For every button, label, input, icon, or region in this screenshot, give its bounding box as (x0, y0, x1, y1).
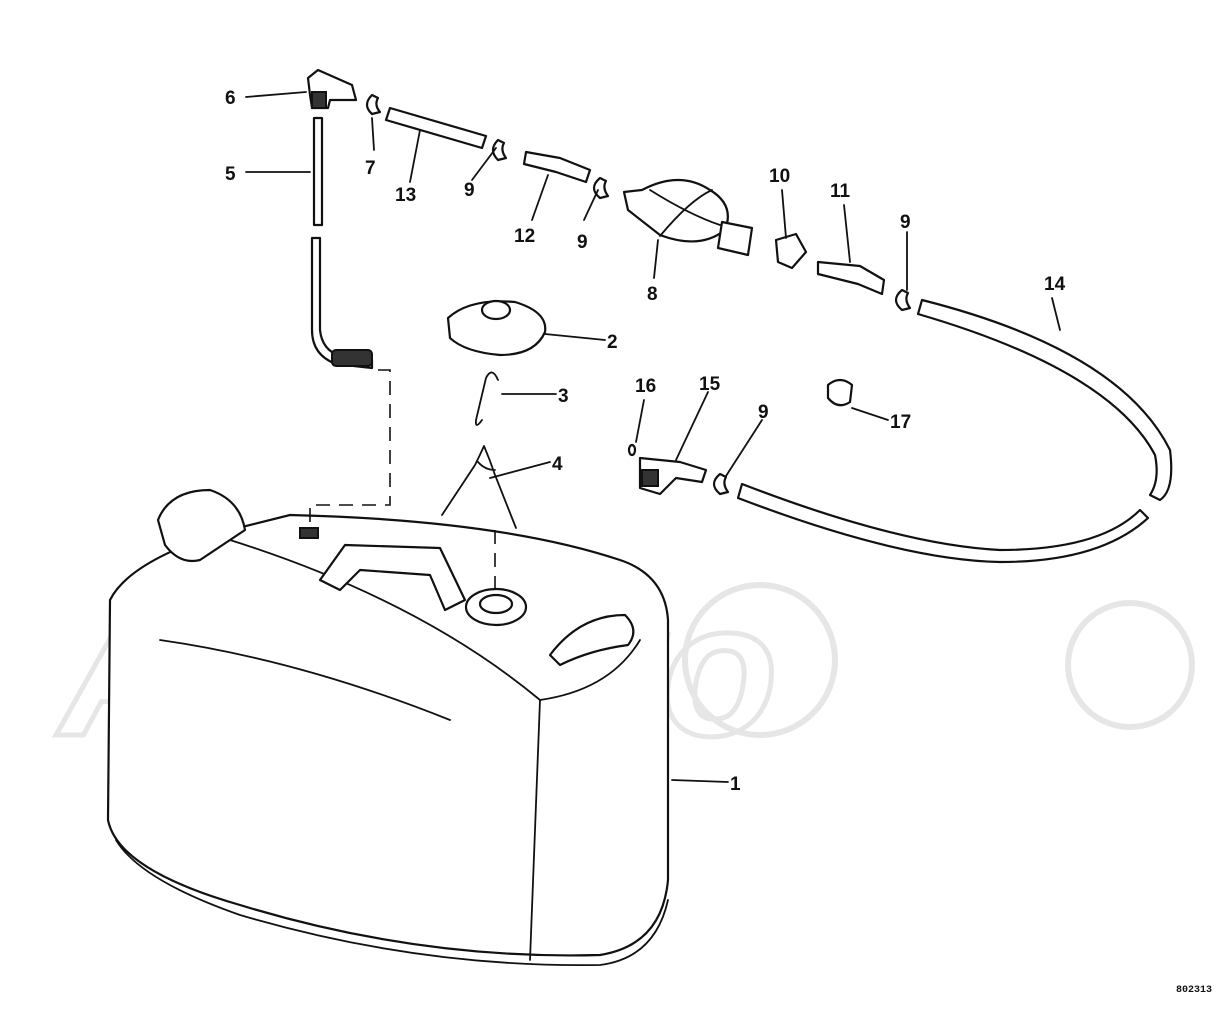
hose-13 (384, 106, 488, 150)
hose-clamp-9a (491, 138, 508, 162)
callout-10: 10 (769, 166, 790, 187)
retainer-hook (474, 371, 499, 426)
o-ring-16 (627, 443, 637, 457)
nut-10 (774, 232, 808, 270)
callout-9c: 9 (900, 212, 911, 233)
callout-8: 8 (647, 284, 658, 305)
callout-3: 3 (558, 386, 569, 407)
callout-16: 16 (635, 376, 656, 397)
callout-4: 4 (552, 454, 563, 475)
callout-13: 13 (395, 185, 416, 206)
callout-9d: 9 (758, 402, 769, 423)
fuel-cap (446, 299, 547, 357)
callout-2: 2 (607, 332, 618, 353)
callout-11: 11 (830, 181, 851, 202)
callout-1: 1 (730, 774, 741, 795)
callout-labels: 1 2 3 4 5 6 7 8 9 9 9 9 10 11 12 13 14 1… (225, 88, 1066, 795)
callout-7: 7 (365, 158, 376, 179)
reference-code: 802313 (1176, 985, 1212, 996)
hose-clamp-9c (894, 288, 912, 312)
callout-9b: 9 (577, 232, 588, 253)
callout-12: 12 (514, 226, 535, 247)
callout-17: 17 (890, 412, 911, 433)
hose-clamp-9d (712, 472, 730, 496)
hose-clamp-17 (826, 378, 854, 407)
spring-clip (441, 445, 517, 529)
watermark-wheel-rear (1065, 600, 1195, 730)
assembly-line-pickup (309, 369, 391, 530)
callout-5: 5 (225, 164, 236, 185)
connector-15 (638, 456, 708, 496)
leader-lines (245, 91, 1061, 783)
watermark-wheel-front (682, 582, 838, 738)
callout-15: 15 (699, 374, 721, 395)
callout-6: 6 (225, 88, 236, 109)
pickup-tube (310, 116, 374, 370)
elbow-fitting (306, 68, 358, 110)
check-valve-11 (816, 260, 886, 296)
hose-clamp-7 (365, 93, 382, 116)
callout-14: 14 (1044, 274, 1066, 295)
callout-9a: 9 (464, 180, 475, 201)
fuel-hose-14 (916, 298, 1173, 502)
fuel-hose-lower (736, 482, 1150, 564)
primer-bulb (622, 179, 754, 257)
fuel-tank (106, 488, 670, 967)
hose-connector-12 (522, 150, 592, 184)
